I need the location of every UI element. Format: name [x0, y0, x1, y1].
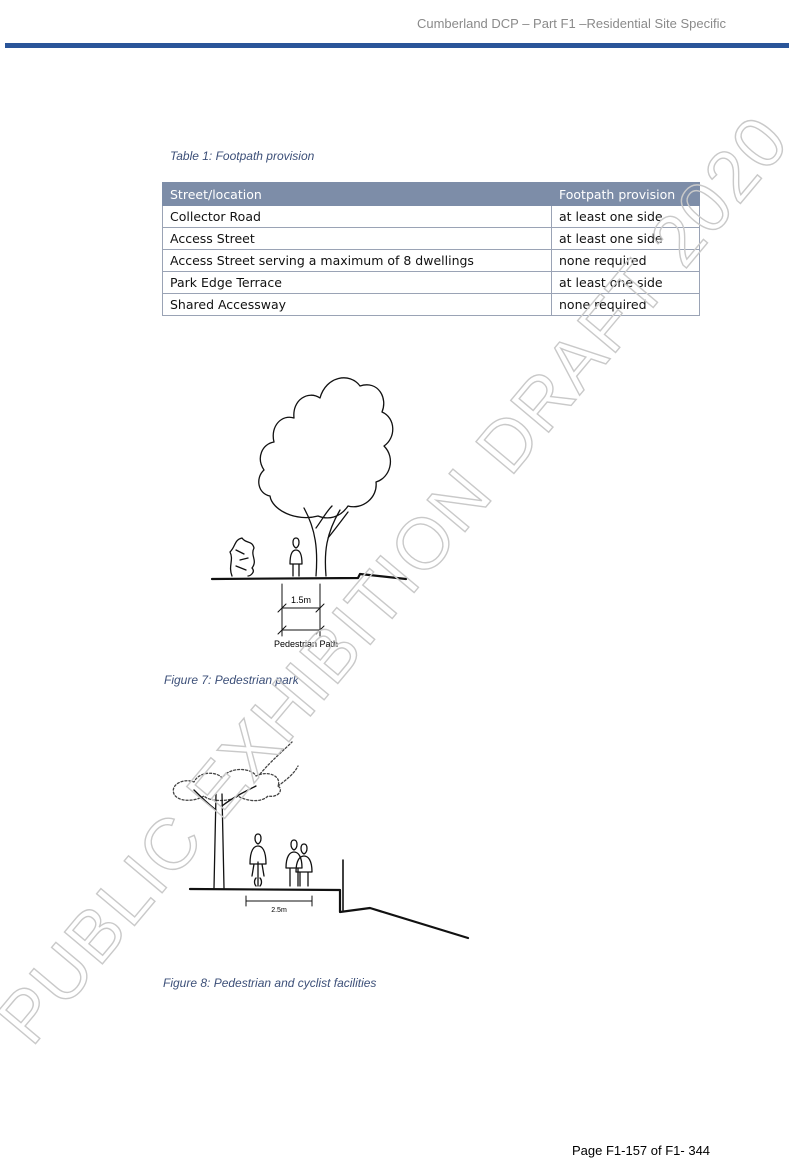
pedestrian-park-figure: 1.5m Pedestrian Path: [210, 377, 408, 649]
tree-trunk: [303, 505, 349, 577]
table-row: Park Edge Terrace at least one side: [162, 271, 700, 294]
cyclist-figure: [249, 833, 267, 887]
footpath-provision-cell: at least one side: [551, 271, 700, 294]
footpath-provision-cell: at least one side: [551, 205, 700, 228]
tree-canopy: [258, 377, 394, 519]
page-number: Page F1-157 of F1- 344: [572, 1143, 711, 1158]
path-dimension-marks: [245, 895, 313, 907]
dimension-label: 1.5m: [291, 595, 311, 605]
ground-line: [210, 572, 408, 581]
table-row: Access Street serving a maximum of 8 dwe…: [162, 249, 700, 272]
footpath-provision-cell: none required: [551, 293, 700, 316]
pedestrian-figures: [285, 839, 313, 887]
path-dimension-marks: [277, 583, 325, 637]
figure-7-caption: Figure 7: Pedestrian park: [164, 673, 299, 687]
table-caption: Table 1: Footpath provision: [170, 149, 315, 163]
tree-foliage: [172, 741, 299, 802]
street-location-cell: Access Street serving a maximum of 8 dwe…: [162, 249, 552, 272]
street-location-cell: Park Edge Terrace: [162, 271, 552, 294]
column-header-street-location: Street/location: [162, 182, 552, 206]
footpath-provision-cell: at least one side: [551, 227, 700, 250]
figure-8-caption: Figure 8: Pedestrian and cyclist facilit…: [163, 976, 377, 990]
table-row: Collector Road at least one side: [162, 205, 700, 228]
person-silhouette: [289, 537, 303, 577]
header-rule: [5, 43, 789, 48]
column-header-footpath-provision: Footpath provision: [551, 182, 700, 206]
footpath-provision-table: Street/location Footpath provision Colle…: [162, 182, 700, 316]
table-row: Shared Accessway none required: [162, 293, 700, 316]
dimension-label: 2.5m: [271, 907, 287, 914]
table-row: Access Street at least one side: [162, 227, 700, 250]
pedestrian-path-label: Pedestrian Path: [274, 639, 338, 649]
ground-and-embankment: [188, 887, 470, 940]
table-header-row: Street/location Footpath provision: [162, 182, 700, 206]
tree-trunk: [193, 785, 257, 889]
document-header-title: Cumberland DCP – Part F1 –Residential Si…: [416, 16, 726, 31]
shrub: [229, 537, 255, 577]
street-location-cell: Collector Road: [162, 205, 552, 228]
pedestrian-cyclist-figure: 2.5m: [172, 741, 470, 940]
footpath-provision-cell: none required: [551, 249, 700, 272]
street-location-cell: Access Street: [162, 227, 552, 250]
street-location-cell: Shared Accessway: [162, 293, 552, 316]
